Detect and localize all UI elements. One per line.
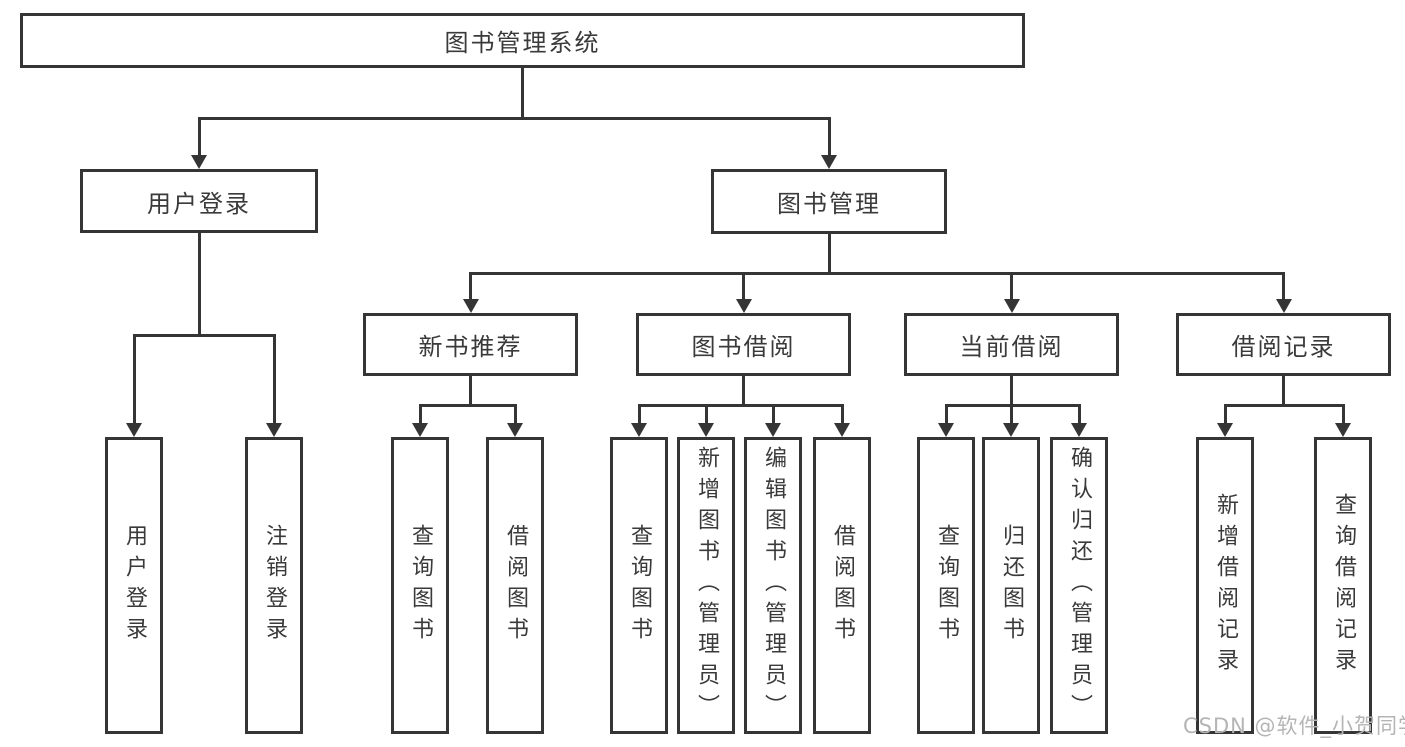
edge-split-borrow-record	[1223, 403, 1345, 407]
node-leaf-query-book-3: 查询图书	[917, 437, 975, 734]
edge-shaft-book-mgmt	[827, 118, 831, 157]
node-label-current-borrow: 当前借阅	[959, 333, 1064, 361]
edge-shaft-leaf-query-book-2	[637, 405, 641, 425]
arrowhead-leaf-borrow-book-2	[834, 423, 850, 437]
node-label-leaf-borrow-book-1: 借阅图书	[503, 523, 528, 648]
edge-split-book-mgmt	[469, 271, 1285, 275]
node-book-mgmt: 图书管理	[711, 169, 947, 234]
node-user-login: 用户登录	[80, 169, 318, 233]
node-leaf-confirm-return: 确认归还（管理员）	[1050, 437, 1108, 734]
edge-stem-book-mgmt	[827, 233, 831, 275]
edge-stem-borrow-record	[1282, 375, 1285, 407]
arrowhead-leaf-query-book-2	[631, 423, 647, 437]
edge-shaft-leaf-borrow-book-1	[513, 405, 517, 425]
edge-split-current-borrow	[944, 403, 1081, 407]
node-label-leaf-query-book-1: 查询图书	[408, 523, 433, 648]
node-leaf-borrow-book-2: 借阅图书	[813, 437, 871, 734]
csdn-watermark: CSDN @软件_小贺同学	[1183, 714, 1405, 738]
arrowhead-book-borrow	[735, 299, 752, 313]
node-borrow-record: 借阅记录	[1176, 313, 1391, 376]
edge-shaft-leaf-query-book-1	[418, 405, 422, 425]
arrowhead-current-borrow	[1003, 299, 1020, 313]
node-label-leaf-query-book-3: 查询图书	[934, 523, 959, 648]
edge-stem-new-book-rec	[469, 375, 472, 407]
arrowhead-leaf-return-book	[1003, 423, 1019, 437]
edge-shaft-leaf-add-record	[1223, 405, 1227, 425]
arrowhead-leaf-query-record	[1335, 423, 1351, 437]
arrowhead-book-mgmt	[821, 155, 837, 169]
arrowhead-leaf-borrow-book-1	[507, 423, 523, 437]
edge-split-book-borrow	[637, 403, 844, 407]
node-leaf-user-login: 用户登录	[105, 437, 163, 734]
arrowhead-leaf-query-book-1	[412, 423, 428, 437]
edge-shaft-leaf-confirm-return	[1077, 405, 1081, 425]
node-leaf-borrow-book-1: 借阅图书	[486, 437, 544, 734]
edge-stem-root	[521, 67, 524, 120]
node-label-book-mgmt: 图书管理	[777, 190, 881, 218]
node-label-new-book-rec: 新书推荐	[418, 333, 523, 361]
edge-split-root	[197, 116, 831, 120]
edge-shaft-leaf-logout	[272, 335, 276, 425]
node-current-borrow: 当前借阅	[904, 313, 1119, 376]
node-label-root: 图书管理系统	[444, 29, 601, 57]
node-label-leaf-borrow-book-2: 借阅图书	[830, 523, 855, 648]
edge-split-new-book-rec	[418, 403, 517, 407]
node-leaf-edit-book: 编辑图书（管理员）	[744, 437, 802, 734]
arrowhead-leaf-add-book	[698, 423, 714, 437]
arrowhead-leaf-edit-book	[765, 423, 781, 437]
node-book-borrow: 图书借阅	[636, 313, 851, 376]
node-new-book-rec: 新书推荐	[363, 313, 578, 376]
edge-shaft-borrow-record	[1282, 273, 1285, 301]
edge-stem-current-borrow	[1010, 375, 1013, 407]
edge-shaft-leaf-borrow-book-2	[840, 405, 844, 425]
edge-shaft-current-borrow	[1010, 273, 1013, 301]
edge-split-user-login	[132, 333, 276, 337]
edge-shaft-leaf-user-login	[132, 335, 136, 425]
edge-shaft-user-login	[197, 118, 201, 157]
node-label-leaf-add-book: 新增图书（管理员）	[694, 446, 719, 725]
node-label-leaf-edit-book: 编辑图书（管理员）	[761, 446, 786, 725]
arrowhead-new-book-rec	[462, 299, 479, 313]
edge-stem-book-borrow	[742, 375, 745, 407]
edge-shaft-leaf-return-book	[1009, 405, 1013, 425]
edge-shaft-leaf-query-record	[1341, 405, 1345, 425]
node-label-leaf-confirm-return: 确认归还（管理员）	[1067, 446, 1092, 725]
node-leaf-return-book: 归还图书	[982, 437, 1040, 734]
edge-shaft-book-borrow	[742, 273, 745, 301]
node-label-leaf-query-record: 查询借阅记录	[1331, 492, 1356, 679]
arrowhead-user-login	[191, 155, 207, 169]
node-leaf-query-book-2: 查询图书	[610, 437, 668, 734]
node-label-leaf-logout: 注销登录	[262, 523, 287, 648]
arrowhead-leaf-user-login	[126, 423, 142, 437]
node-leaf-query-book-1: 查询图书	[391, 437, 449, 734]
node-leaf-add-record: 新增借阅记录	[1196, 437, 1254, 734]
node-label-leaf-query-book-2: 查询图书	[627, 523, 652, 648]
node-label-borrow-record: 借阅记录	[1231, 333, 1336, 361]
node-label-book-borrow: 图书借阅	[691, 333, 796, 361]
arrowhead-leaf-query-book-3	[938, 423, 954, 437]
edge-stem-user-login	[197, 232, 201, 337]
node-label-leaf-add-record: 新增借阅记录	[1213, 492, 1238, 679]
node-label-leaf-return-book: 归还图书	[999, 523, 1024, 648]
node-label-user-login: 用户登录	[147, 189, 251, 218]
edge-shaft-leaf-query-book-3	[944, 405, 948, 425]
arrowhead-borrow-record	[1275, 299, 1292, 313]
edge-shaft-leaf-add-book	[704, 405, 708, 425]
node-label-leaf-user-login: 用户登录	[122, 523, 147, 648]
edge-shaft-new-book-rec	[469, 273, 472, 301]
node-leaf-add-book: 新增图书（管理员）	[677, 437, 735, 734]
node-leaf-query-record: 查询借阅记录	[1314, 437, 1372, 734]
node-root: 图书管理系统	[20, 13, 1025, 68]
arrowhead-leaf-logout	[266, 423, 282, 437]
arrowhead-leaf-confirm-return	[1071, 423, 1087, 437]
arrowhead-leaf-add-record	[1217, 423, 1233, 437]
edge-shaft-leaf-edit-book	[771, 405, 775, 425]
node-leaf-logout: 注销登录	[245, 437, 303, 734]
